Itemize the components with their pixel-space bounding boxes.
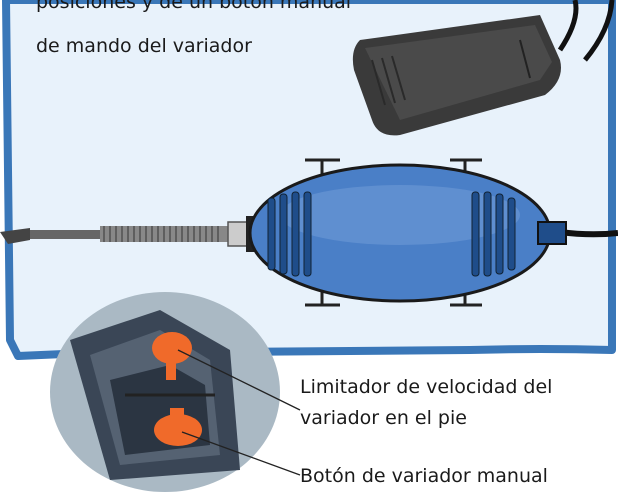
callout-lines xyxy=(177,349,301,476)
handpiece-cable xyxy=(559,229,618,238)
caption-text-line-2: de mando del variador xyxy=(36,35,252,57)
manual-button-label: Botón de variador manual xyxy=(300,465,548,487)
footswitch-cables xyxy=(557,0,615,62)
foot-switch-icon xyxy=(352,15,561,136)
handpiece-body-icon xyxy=(248,163,567,303)
limiter-label-line-2: variador en el pie xyxy=(300,407,467,429)
speed-limiter-closeup-icon xyxy=(50,292,280,492)
limiter-label-line-1: Limitador de velocidad del xyxy=(300,376,553,398)
caption-text-line-1: posiciones y de un botón manual xyxy=(36,0,352,13)
